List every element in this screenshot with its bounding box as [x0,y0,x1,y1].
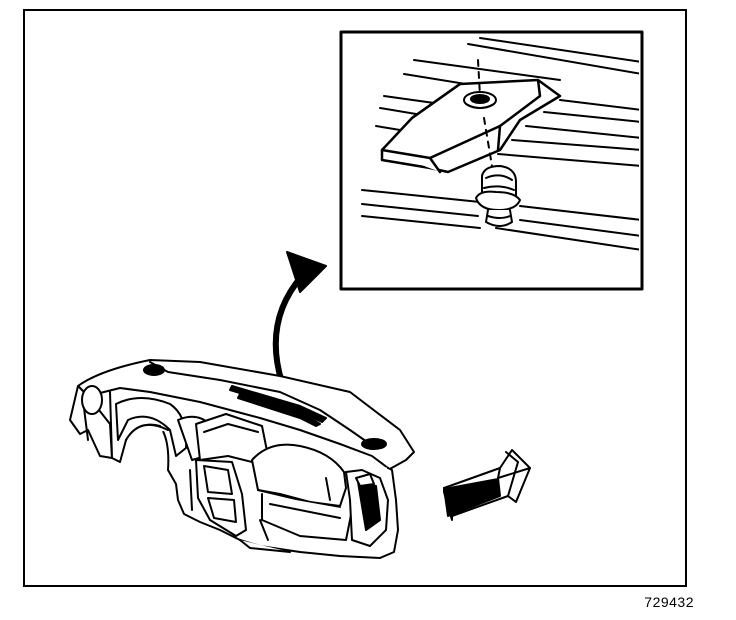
inset-detail [339,30,644,291]
alignment-line [477,59,493,167]
callout-arrow [272,251,327,389]
mounting-bracket [380,78,562,174]
bracket-hole [463,91,497,109]
defroster-grille [229,385,327,427]
panel-ribs-bottom [361,189,639,251]
speaker-right [361,438,387,450]
center-stack [189,413,269,537]
forward-direction-arrow [443,449,531,521]
diagram-border [23,9,687,587]
push-pin-fastener [475,165,521,227]
passenger-side [251,443,389,547]
instrument-panel [69,359,415,559]
figure-number: 729432 [644,594,694,610]
speaker-left [143,364,165,376]
